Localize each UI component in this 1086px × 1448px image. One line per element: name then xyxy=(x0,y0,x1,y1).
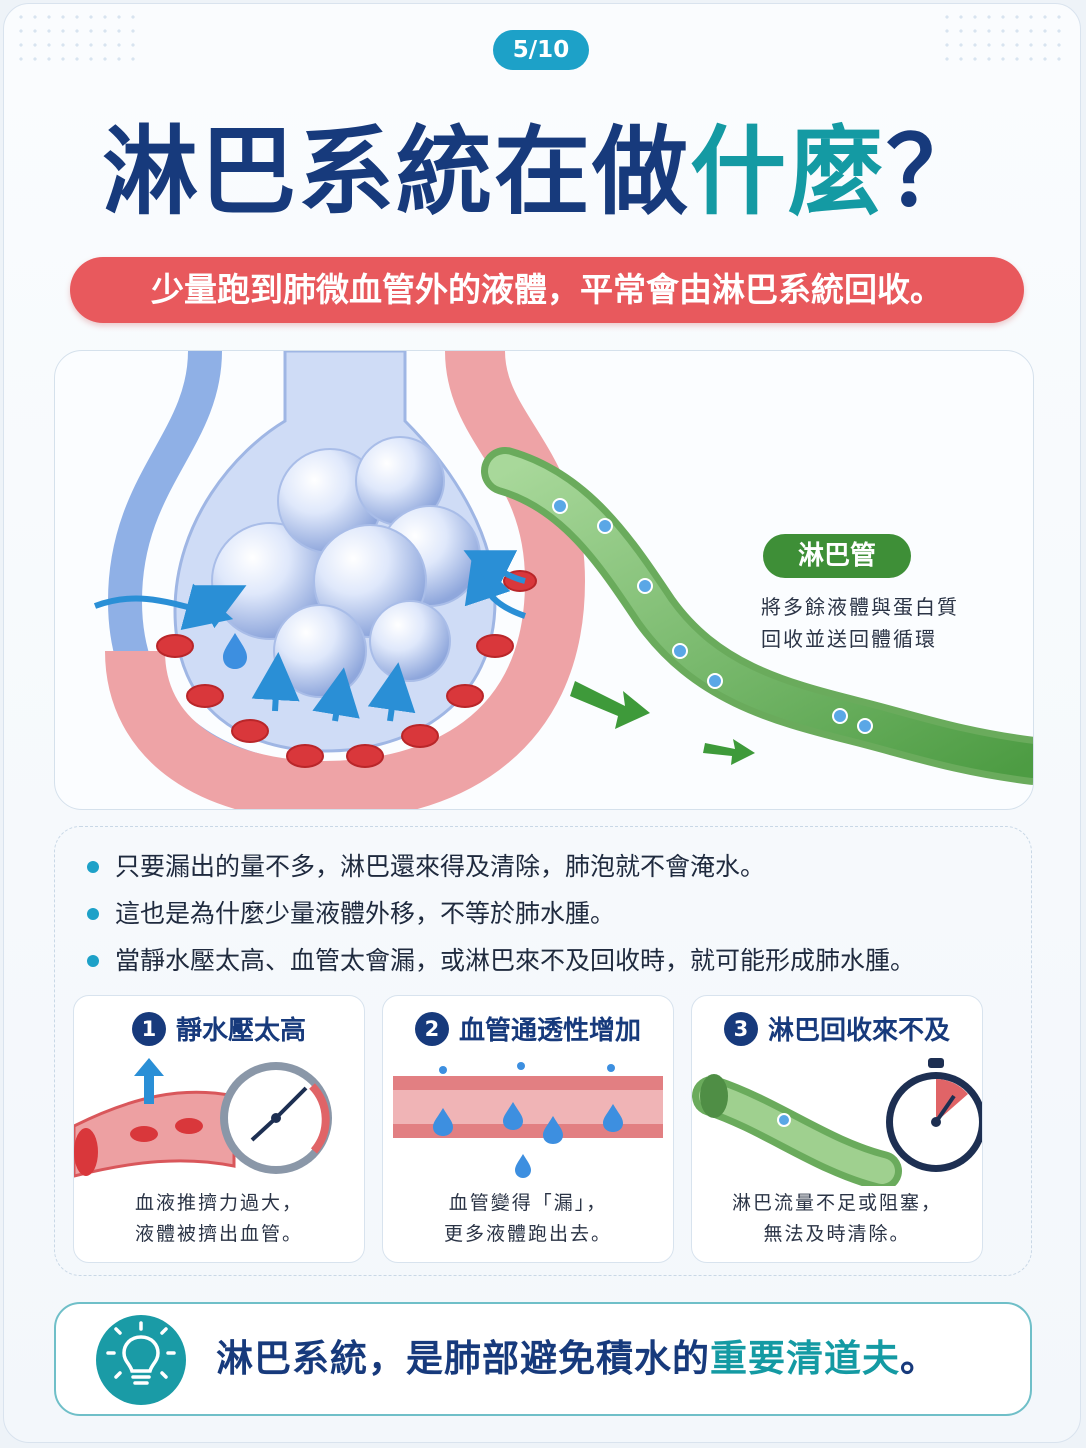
cause-title-text: 淋巴回收來不及 xyxy=(767,1016,950,1046)
cause-desc-line: 更多液體跑出去。 xyxy=(443,1223,612,1245)
cause-description: 血液推擠力過大， 液體被擠出血管。 xyxy=(74,1188,364,1250)
conclusion-period: 。 xyxy=(900,1337,938,1380)
lightbulb-badge xyxy=(96,1315,186,1405)
cause-desc-line: 淋巴流量不足或阻塞， xyxy=(731,1192,942,1214)
lymph-desc-line-2: 回收並送回體循環 xyxy=(761,627,937,651)
title-highlight: 什麼 xyxy=(690,116,886,228)
conclusion-highlight: 重要清道夫 xyxy=(710,1337,900,1380)
cause-title-text: 血管通透性增加 xyxy=(458,1016,641,1046)
list-item: 這也是為什麼少量液體外移，不等於肺水腫。 xyxy=(87,896,1007,943)
dot-pattern-right xyxy=(940,10,1070,70)
cause-card-hydrostatic-pressure: 1 靜水壓太高 血液推擠力過大， 液體被擠出血管。 xyxy=(73,995,365,1263)
lightbulb-icon xyxy=(106,1321,176,1385)
lymph-stopwatch-illustration xyxy=(692,1058,982,1186)
water-drop-icon xyxy=(223,633,247,669)
title-question-mark: ？ xyxy=(886,116,984,228)
cause-title: 3 淋巴回收來不及 xyxy=(692,1010,982,1047)
list-item: 當靜水壓太高、血管太會漏，或淋巴來不及回收時，就可能形成肺水腫。 xyxy=(87,943,1007,990)
cause-desc-line: 液體被擠出血管。 xyxy=(134,1223,303,1245)
lymph-vessel-description: 將多餘液體與蛋白質 回收並送回體循環 xyxy=(761,591,1001,655)
bullet-text: 這也是為什麼少量液體外移，不等於肺水腫。 xyxy=(115,899,616,928)
cause-title: 1 靜水壓太高 xyxy=(74,1010,364,1047)
cause-card-vascular-permeability: 2 血管通透性增加 血管變得「漏」， 更多液體跑出去。 xyxy=(382,995,674,1263)
cause-desc-line: 血管變得「漏」， xyxy=(448,1192,608,1214)
bullet-text: 當靜水壓太高、血管太會漏，或淋巴來不及回收時，就可能形成肺水腫。 xyxy=(115,946,916,975)
bullet-dot xyxy=(87,861,99,873)
alveolus-diagram xyxy=(93,351,1033,809)
alveolus-illustration: 淋巴管 將多餘液體與蛋白質 回收並送回體循環 xyxy=(54,350,1034,810)
bullet-text: 只要漏出的量不多，淋巴還來得及清除，肺泡就不會淹水。 xyxy=(115,852,766,881)
cause-desc-line: 無法及時清除。 xyxy=(763,1223,911,1245)
cause-card-lymph-overload: 3 淋巴回收來不及 淋巴流量不足或阻塞， 無法及時清除。 xyxy=(691,995,983,1263)
cause-title-text: 靜水壓太高 xyxy=(175,1016,306,1046)
page-title: 淋巴系統在做什麼？ xyxy=(0,112,1086,232)
bullet-dot xyxy=(87,908,99,920)
stopwatch-icon xyxy=(886,1058,982,1172)
pressure-gauge-illustration xyxy=(74,1058,332,1178)
info-panel: 只要漏出的量不多，淋巴還來得及清除，肺泡就不會淹水。 這也是為什麼少量液體外移，… xyxy=(54,826,1032,1276)
lymph-desc-line-1: 將多餘液體與蛋白質 xyxy=(761,595,959,619)
cause-number-badge: 2 xyxy=(414,1011,449,1046)
cause-description: 淋巴流量不足或阻塞， 無法及時清除。 xyxy=(692,1188,982,1250)
list-item: 只要漏出的量不多，淋巴還來得及清除，肺泡就不會淹水。 xyxy=(87,849,1007,896)
conclusion-box: 淋巴系統，是肺部避免積水的重要清道夫。 xyxy=(54,1302,1032,1416)
arrow-up-icon xyxy=(134,1058,164,1104)
page-indicator: 5/10 xyxy=(493,30,589,70)
cause-desc-line: 血液推擠力過大， xyxy=(134,1192,303,1214)
subtitle-banner: 少量跑到肺微血管外的液體，平常會由淋巴系統回收。 xyxy=(70,257,1024,323)
cause-number-badge: 1 xyxy=(131,1011,166,1046)
water-drop-icon xyxy=(433,1102,623,1178)
pressure-gauge-icon xyxy=(220,1062,332,1174)
bullet-dot xyxy=(87,955,99,967)
conclusion-part-1: 淋巴系統，是肺部避免積水的 xyxy=(216,1337,710,1380)
cause-number-badge: 3 xyxy=(723,1011,758,1046)
dot-pattern-left xyxy=(14,10,144,70)
bullet-list: 只要漏出的量不多，淋巴還來得及清除，肺泡就不會淹水。 這也是為什麼少量液體外移，… xyxy=(87,849,1007,990)
conclusion-text: 淋巴系統，是肺部避免積水的重要清道夫。 xyxy=(216,1304,938,1414)
alveolar-bubbles xyxy=(211,436,481,698)
cause-description: 血管變得「漏」， 更多液體跑出去。 xyxy=(383,1188,673,1250)
cause-title: 2 血管通透性增加 xyxy=(383,1010,673,1047)
leaky-vessel-illustration xyxy=(393,1062,663,1178)
fluid-arrows xyxy=(93,550,526,722)
lymph-vessel-label: 淋巴管 xyxy=(763,534,911,578)
title-part-1: 淋巴系統在做 xyxy=(102,116,690,228)
lymph-droplets xyxy=(552,498,873,734)
lymph-flow-arrows xyxy=(570,681,755,765)
